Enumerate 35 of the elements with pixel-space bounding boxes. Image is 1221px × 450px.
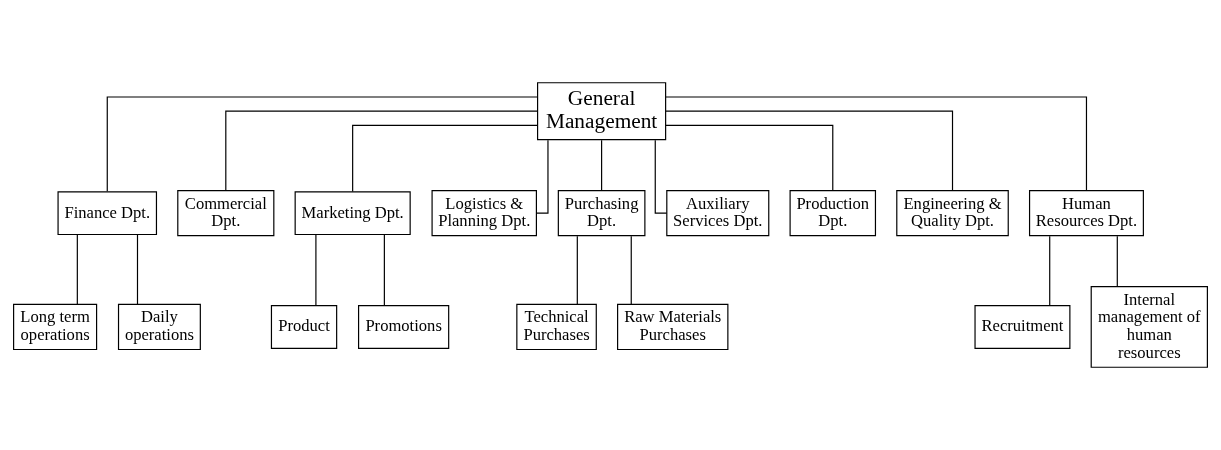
node-box: Commercial Dpt. bbox=[177, 190, 275, 237]
connector bbox=[106, 96, 539, 192]
connector bbox=[136, 233, 139, 305]
connector bbox=[536, 139, 549, 214]
node-box: Product bbox=[270, 305, 338, 349]
node-box: Technical Purchases bbox=[516, 303, 597, 351]
connector bbox=[352, 124, 539, 193]
node-box: Marketing Dpt. bbox=[294, 191, 411, 236]
connector bbox=[630, 235, 632, 305]
connector bbox=[576, 235, 578, 305]
connector bbox=[1116, 235, 1118, 288]
node-box: Production Dpt. bbox=[789, 190, 877, 237]
node-box: Finance Dpt. bbox=[57, 191, 158, 236]
connector bbox=[665, 96, 1088, 191]
node-box: Daily operations bbox=[117, 303, 201, 351]
node-box: General Management bbox=[537, 82, 667, 141]
connector bbox=[76, 233, 78, 305]
connector bbox=[665, 110, 954, 192]
node-box: Promotions bbox=[358, 305, 450, 349]
node-box: Internal management of human resources bbox=[1090, 286, 1208, 368]
connector bbox=[665, 124, 834, 192]
connector bbox=[601, 139, 603, 192]
node-box: Auxiliary Services Dpt. bbox=[666, 190, 770, 237]
node-box: Purchasing Dpt. bbox=[557, 190, 646, 237]
node-box: Recruitment bbox=[974, 305, 1071, 349]
connector bbox=[225, 110, 539, 192]
node-box: Logistics & Planning Dpt. bbox=[431, 190, 537, 237]
node-box: Human Resources Dpt. bbox=[1028, 190, 1144, 237]
connector bbox=[1049, 235, 1051, 307]
node-box: Raw Materials Purchases bbox=[617, 303, 729, 351]
node-box: Long term operations bbox=[13, 303, 98, 351]
connector bbox=[654, 139, 668, 214]
connector bbox=[315, 233, 317, 306]
node-box: Engineering & Quality Dpt. bbox=[896, 190, 1009, 237]
connector bbox=[383, 233, 385, 306]
